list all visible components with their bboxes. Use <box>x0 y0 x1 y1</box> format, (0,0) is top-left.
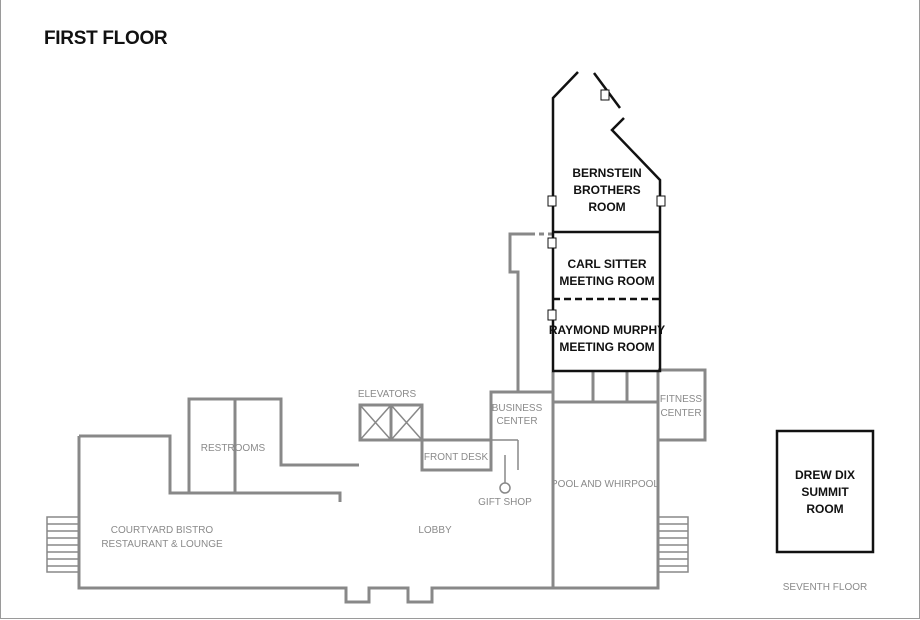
stairs-right <box>657 516 689 573</box>
business-center-label-2: CENTER <box>496 416 537 427</box>
carl-sitter-label-1: CARL SITTER <box>567 257 646 271</box>
elevators-label: ELEVATORS <box>358 389 417 400</box>
business-center-wall <box>489 232 530 470</box>
courtyard-label-2: RESTAURANT & LOUNGE <box>101 539 223 550</box>
drew-dix-room-wall <box>775 429 875 554</box>
drew-dix-label-1: DREW DIX <box>795 468 855 482</box>
raymond-murphy-label-1: RAYMOND MURPHY <box>549 323 665 337</box>
bernstein-room-wall <box>551 71 579 232</box>
business-center-label-1: BUSINESS <box>492 403 543 414</box>
bernstein-label-1: BERNSTEIN <box>572 166 641 180</box>
bernstein-label-3: ROOM <box>588 200 625 214</box>
drew-dix-label-2: SUMMIT <box>801 485 849 499</box>
meeting-rooms-wall <box>551 232 662 373</box>
seventh-floor-label: SEVENTH FLOOR <box>783 582 867 593</box>
courtyard-label-1: COURTYARD BISTRO <box>111 525 214 536</box>
restrooms-wall <box>187 397 359 493</box>
fitness-center-label-2: CENTER <box>660 408 701 419</box>
main-outline-wall <box>79 434 342 502</box>
raymond-murphy-label-2: MEETING ROOM <box>559 340 654 354</box>
restrooms-label: RESTROOMS <box>201 443 266 454</box>
pool-label: POOL AND WHIRPOOL <box>551 479 659 490</box>
gift-shop-label: GIFT SHOP <box>478 497 532 508</box>
carl-sitter-label-2: MEETING ROOM <box>559 274 654 288</box>
pool-wall <box>551 372 660 590</box>
front-desk-label: FRONT DESK <box>424 452 489 463</box>
bistro-lobby-wall <box>77 436 553 604</box>
bernstein-label-2: BROTHERS <box>573 183 640 197</box>
lobby-label: LOBBY <box>418 525 452 536</box>
gift-shop-marker <box>499 482 511 494</box>
floor-title: FIRST FLOOR <box>44 28 168 49</box>
drew-dix-label-3: ROOM <box>806 502 843 516</box>
fitness-center-wall <box>658 368 707 442</box>
stairs-left <box>46 516 80 573</box>
fitness-center-label-1: FITNESS <box>660 394 703 405</box>
